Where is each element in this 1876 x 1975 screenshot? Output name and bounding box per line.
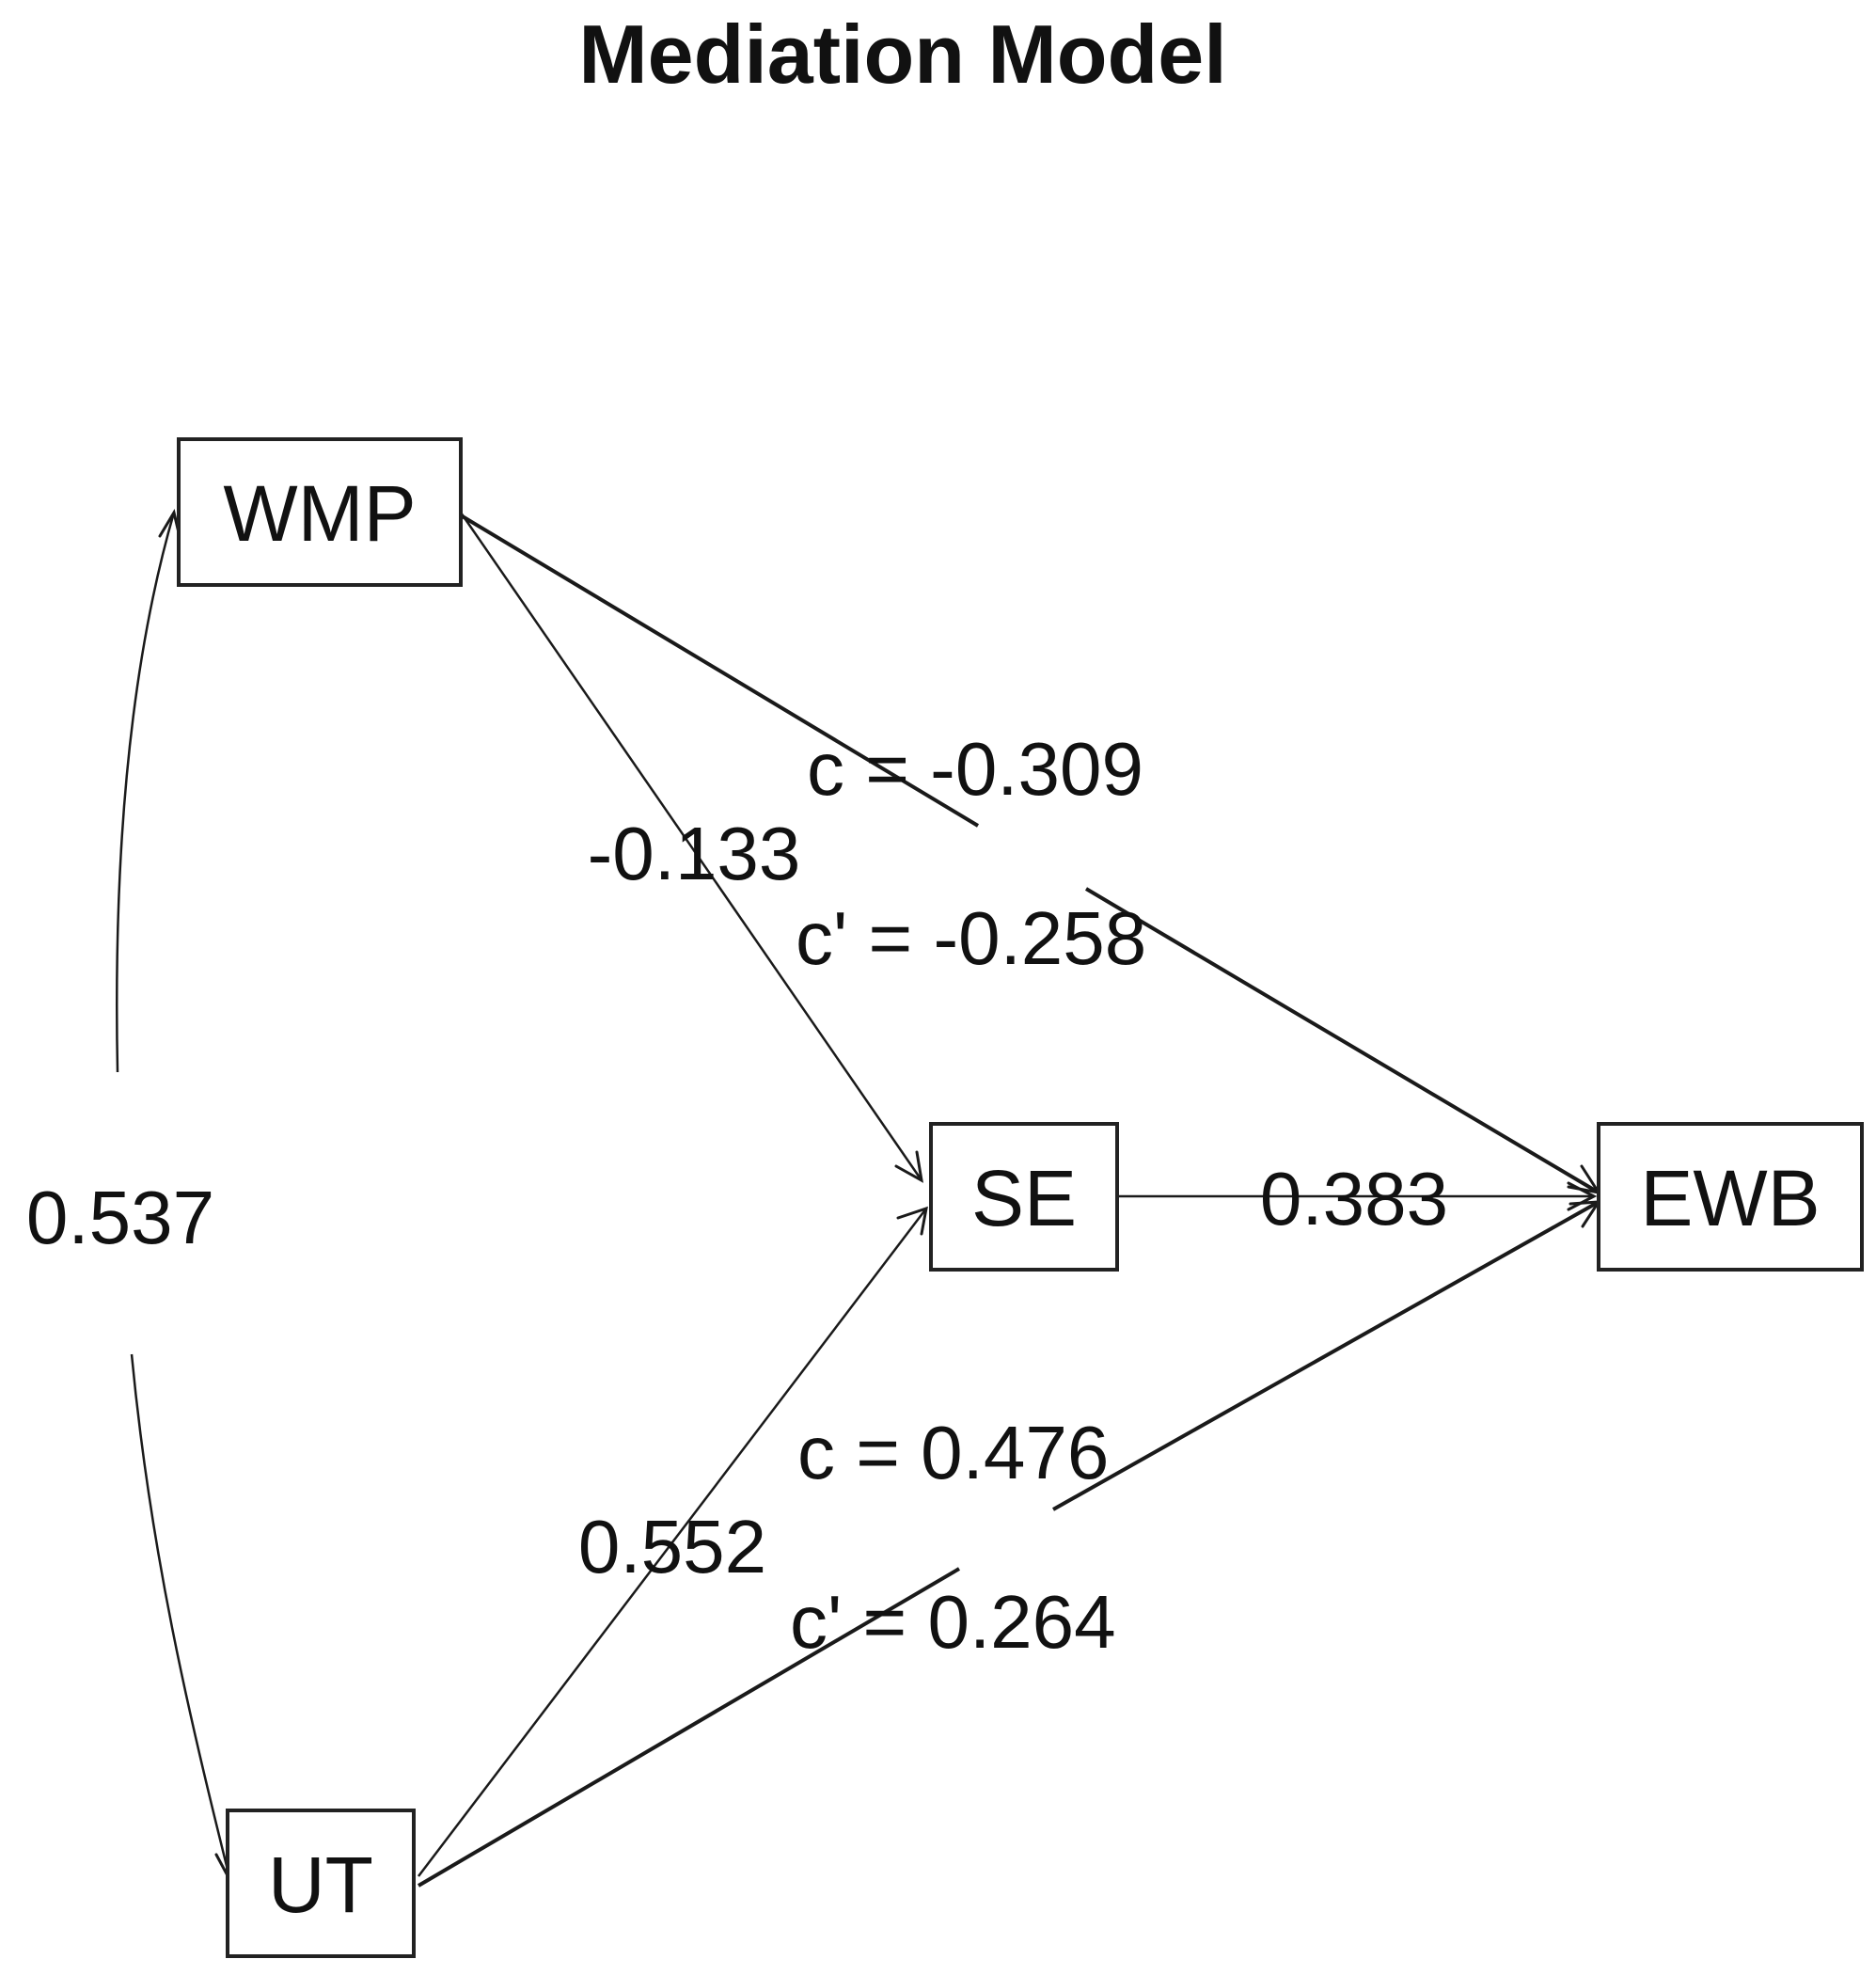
node-ut-box [226,1809,416,1958]
coef-wmp-ewb-direct: c' = -0.258 [796,896,1146,980]
diagram-title: Mediation Model [578,8,1226,101]
node-wmp-box [177,437,463,587]
coef-ut-se: 0.552 [578,1505,766,1588]
coef-wmp-ut-correlation: 0.537 [26,1176,214,1259]
wmp-ut-correlation-arc-upper [116,512,176,1073]
node-ewb-label: EWB [1640,1154,1820,1242]
coef-ut-ewb-total: c = 0.476 [797,1411,1109,1494]
node-se-box [929,1122,1119,1272]
node-ewb-box [1597,1122,1864,1272]
ut-ewb-arrow-segment-1 [417,1567,961,1888]
coef-ut-ewb-direct: c' = 0.264 [790,1580,1116,1664]
wmp-ut-correlation-arc-lower [130,1353,232,1882]
wmp-ewb-arrow-segment-1 [459,514,980,828]
coef-se-ewb: 0.383 [1260,1157,1448,1240]
ut-se-arrow [418,1208,927,1877]
node-se-label: SE [971,1154,1077,1242]
coef-wmp-se: -0.133 [588,812,801,895]
ut-se-arrowhead [896,1206,928,1236]
coef-wmp-ewb-total: c = -0.309 [807,727,1143,811]
ut-ewb-arrow-segment-2 [1052,1200,1600,1511]
wmp-ewb-arrow-segment-2 [1084,887,1600,1194]
wmp-se-arrow [459,512,923,1181]
node-ut-label: UT [268,1841,373,1929]
node-wmp-label: WMP [223,469,416,558]
wmp-se-arrowhead [894,1150,923,1183]
